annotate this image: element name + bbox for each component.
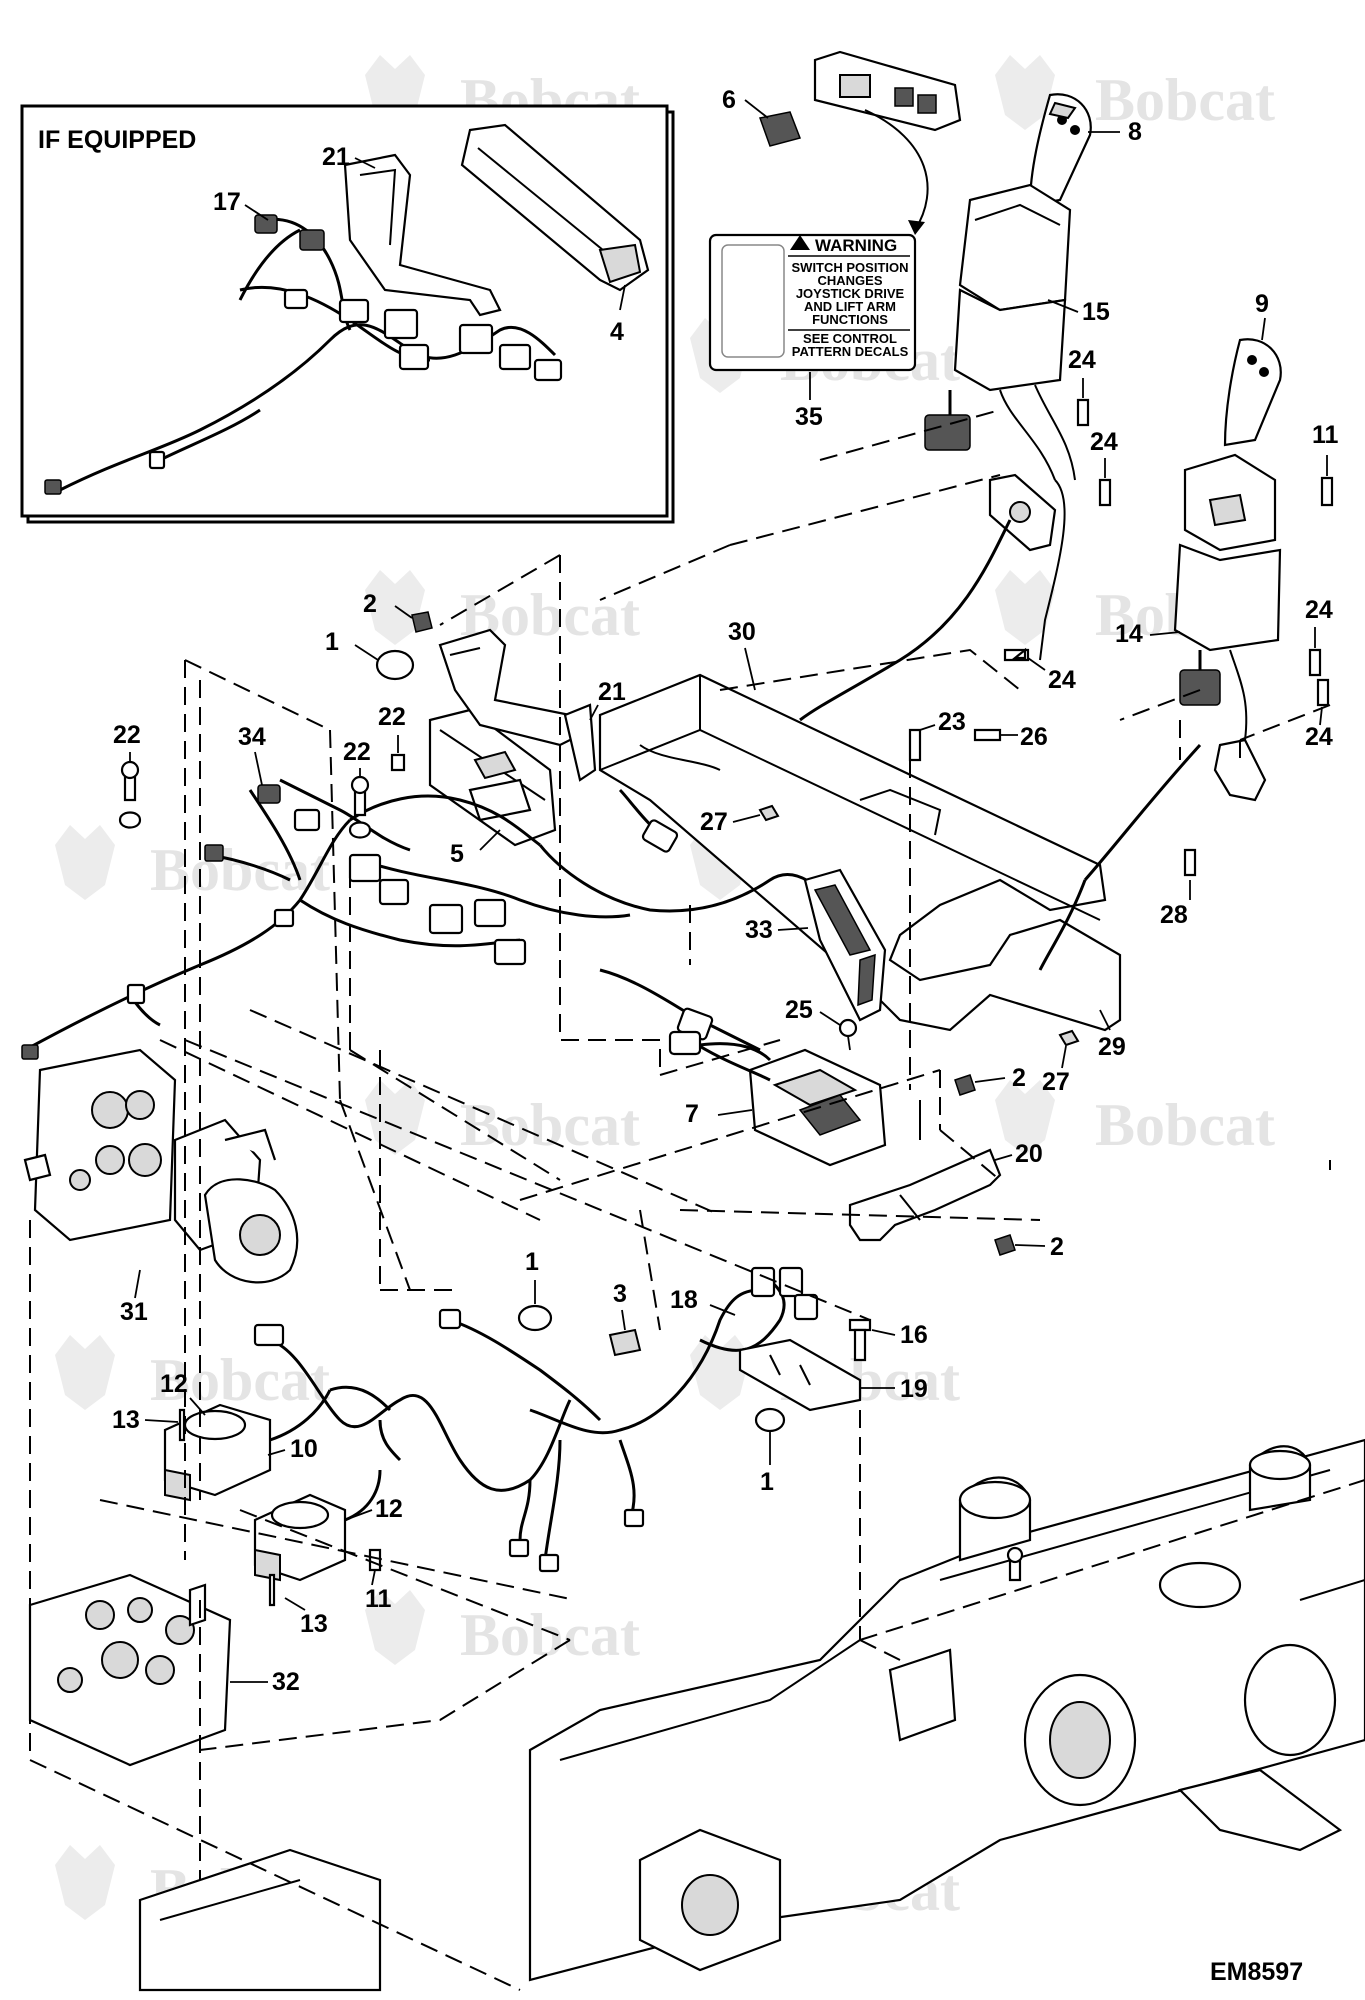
chassis-frame — [138, 1438, 1365, 1992]
callout-9: 9 — [1255, 290, 1269, 318]
callout-24: 24 — [1305, 723, 1333, 751]
callout-30: 30 — [728, 618, 756, 646]
main-harness: 34 22 22 22 — [21, 703, 842, 1060]
callout-11: 11 — [1312, 421, 1339, 449]
callout-3: 3 — [613, 1280, 627, 1308]
callout-18: 18 — [670, 1286, 698, 1314]
callout-13: 13 — [112, 1406, 140, 1434]
callout-34: 34 — [238, 723, 266, 751]
callout-24: 24 — [1090, 428, 1118, 456]
callout-4: 4 — [610, 318, 624, 346]
callout-19: 19 — [900, 1375, 928, 1403]
callout-2: 2 — [363, 590, 377, 618]
callout-29: 29 — [1098, 1033, 1126, 1061]
frame-fasteners: 23 26 24 24 24 24 24 24 — [908, 346, 1333, 762]
warning-footer-2: PATTERN DECALS — [792, 344, 909, 359]
warning-line-5: FUNCTIONS — [812, 312, 888, 327]
callout-22: 22 — [113, 721, 141, 749]
callout-8: 8 — [1128, 118, 1142, 146]
watermark-text: Bobcat — [460, 1092, 640, 1158]
watermark-text: Bobcat — [150, 837, 330, 903]
watermark-text: Bobcat — [1095, 1092, 1275, 1158]
callout-27: 27 — [700, 808, 728, 836]
callout-35: 35 — [795, 403, 823, 431]
callout-10: 10 — [290, 1435, 318, 1463]
callout-1: 1 — [760, 1468, 774, 1496]
callout-25: 25 — [785, 996, 813, 1024]
callout-23: 23 — [938, 708, 966, 736]
callout-11: 11 — [365, 1585, 392, 1613]
warning-line-2: CHANGES — [817, 273, 882, 288]
callout-22: 22 — [378, 703, 406, 731]
warning-heading: WARNING — [815, 236, 897, 255]
callout-5: 5 — [450, 840, 464, 868]
callout-28: 28 — [1160, 901, 1188, 929]
solenoid-group: 12 13 10 12 11 13 — [112, 1370, 403, 1638]
switch-panel-group: 6 WARNING SWITCH POSITION CHANGES JOYSTI… — [708, 50, 962, 431]
callout-21: 21 — [322, 143, 350, 171]
callout-7: 7 — [685, 1100, 699, 1128]
main-frame: 30 28 29 27 27 — [598, 473, 1267, 1096]
callout-12: 12 — [375, 1495, 403, 1523]
warning-footer-1: SEE CONTROL — [803, 331, 897, 346]
watermark-text: Bobcat — [460, 1602, 640, 1668]
callout-2: 2 — [1050, 1233, 1064, 1261]
warning-line-1: SWITCH POSITION — [792, 260, 909, 275]
callout-12: 12 — [160, 1370, 188, 1398]
warning-line-3: JOYSTICK DRIVE — [796, 286, 905, 301]
callout-6: 6 — [722, 86, 736, 114]
inset-if-equipped: IF EQUIPPED 21 17 4 — [20, 104, 675, 524]
left-joystick: 8 15 — [924, 93, 1142, 481]
callout-21: 21 — [598, 678, 626, 706]
callout-22: 22 — [343, 738, 371, 766]
callout-27: 27 — [1042, 1068, 1070, 1096]
callout-32: 32 — [272, 1668, 300, 1696]
callout-14: 14 — [1115, 620, 1143, 648]
drawing-code: EM8597 — [1210, 1958, 1303, 1986]
watermark-text: Bobcat — [150, 1347, 330, 1413]
warning-line-4: AND LIFT ARM — [804, 299, 896, 314]
callout-26: 26 — [1020, 723, 1048, 751]
callout-17: 17 — [213, 188, 241, 216]
callout-31: 31 — [120, 1298, 148, 1326]
inset-title: IF EQUIPPED — [38, 126, 196, 154]
callout-24: 24 — [1048, 666, 1076, 694]
callout-13: 13 — [300, 1610, 328, 1638]
callout-15: 15 — [1082, 298, 1110, 326]
watermark-text: Bobcat — [1095, 67, 1275, 133]
lower-harness: 18 19 16 1 3 1 — [253, 1248, 928, 1573]
callout-2: 2 — [1012, 1064, 1026, 1092]
callout-24: 24 — [1305, 596, 1333, 624]
callout-1: 1 — [325, 628, 339, 656]
bracket-20: 20 2 2 — [848, 1064, 1064, 1261]
control-valve: 32 — [28, 1573, 300, 1767]
callout-33: 33 — [745, 916, 773, 944]
assembly-lines — [29, 409, 1365, 1991]
callout-16: 16 — [900, 1321, 928, 1349]
right-joystick: 9 14 11 — [1115, 290, 1339, 741]
callout-24: 24 — [1068, 346, 1096, 374]
callout-20: 20 — [1015, 1140, 1043, 1168]
callout-1: 1 — [525, 1248, 539, 1276]
hydraulic-pump: 31 — [23, 1048, 299, 1326]
